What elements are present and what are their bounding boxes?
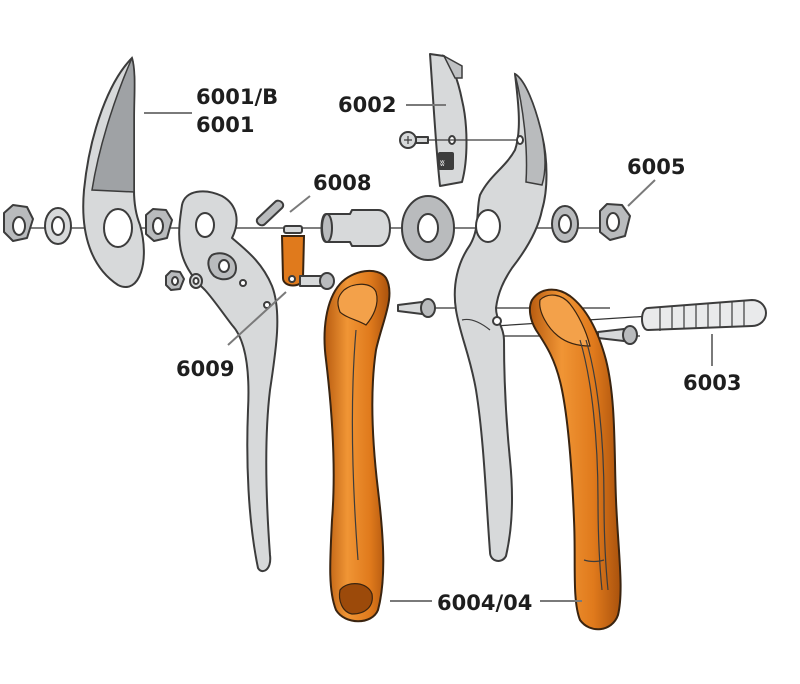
right-washer: [551, 205, 579, 243]
svg-text:ʬ: ʬ: [440, 159, 445, 169]
large-washer: [401, 195, 455, 261]
callout-blade-secondary: 6001: [196, 113, 254, 137]
catch-pin: [255, 199, 285, 227]
callout-blade-primary: 6001/B: [196, 85, 278, 109]
handle-screw-left: [397, 298, 436, 318]
callout-spring-pin: 6009: [176, 357, 234, 381]
left-nut: [3, 204, 34, 242]
small-nut: [165, 270, 185, 291]
lock-screw: [299, 272, 335, 290]
anvil-screw: [399, 131, 429, 149]
callout-anvil: 6002: [338, 93, 396, 117]
cutting-blade: [82, 55, 145, 288]
pivot-bolt: [320, 209, 391, 247]
wood-handle-right: [528, 288, 622, 631]
callout-catch: 6008: [313, 171, 371, 195]
small-washer: [189, 273, 203, 289]
handle-screw-right: [597, 325, 638, 345]
lower-metal-handle: [178, 190, 279, 573]
callout-spring: 6003: [683, 371, 741, 395]
leader-bolt: [627, 179, 656, 207]
anvil-plate: ʬ: [429, 53, 468, 187]
callout-bolt: 6005: [627, 155, 685, 179]
leader-spring-pin: [227, 291, 287, 346]
left-inner-nut: [145, 208, 173, 242]
callout-handles: 6004/04: [437, 591, 532, 615]
wood-handle-left: [323, 269, 391, 623]
lock-lever: [280, 225, 306, 287]
left-washer: [44, 207, 72, 245]
upper-metal-handle: [453, 72, 548, 562]
coil-spring: [641, 299, 767, 331]
right-nut: [599, 203, 631, 241]
leader-catch: [289, 195, 311, 213]
